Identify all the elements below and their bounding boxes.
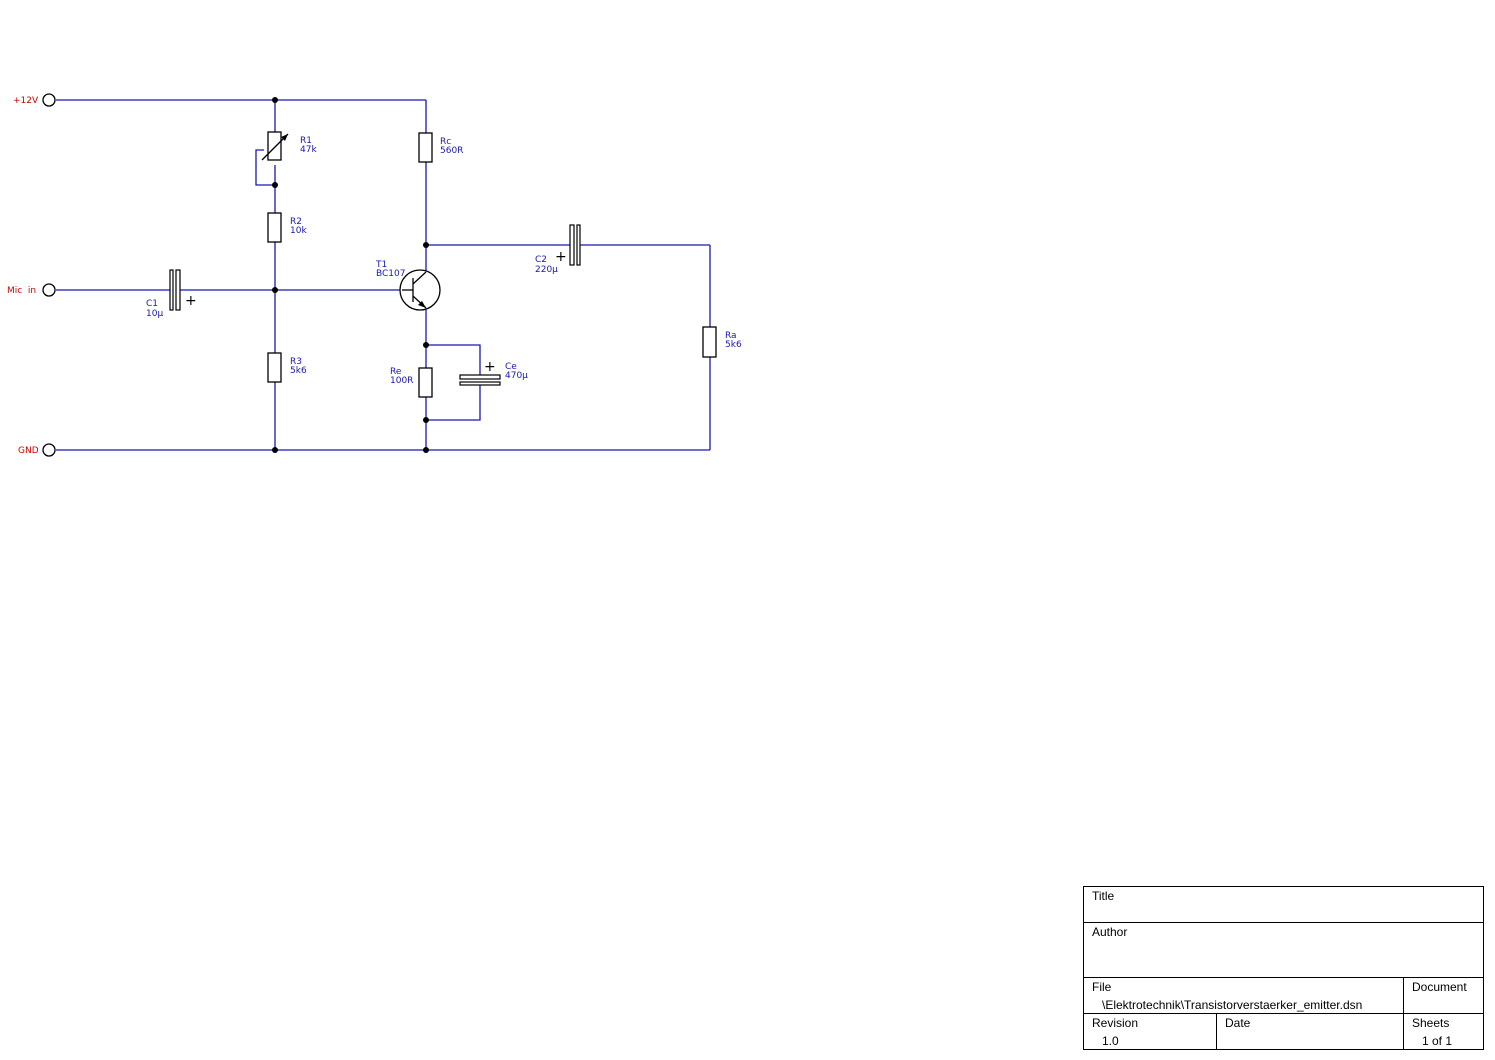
value-label: 10µ [146, 309, 163, 319]
value-label: BC107 [376, 269, 405, 279]
value-label: 470µ [505, 371, 528, 381]
ref-label: C2 [535, 255, 547, 265]
date-cell: Date [1217, 1014, 1404, 1049]
port-input[interactable]: Mic in [7, 283, 56, 297]
transistor-t1[interactable]: T1 BC107 [375, 260, 441, 311]
ref-label: T1 [375, 260, 387, 270]
value-label: 560R [440, 146, 463, 156]
title-row: Title [1084, 887, 1483, 923]
port-ground[interactable]: GND [18, 443, 56, 457]
junction-dot [272, 182, 278, 188]
wire-ce-bottom [426, 385, 481, 421]
ref-label: C1 [146, 299, 158, 309]
capacitor-plate[interactable] [175, 269, 181, 311]
transistor-collector-lead [412, 271, 427, 285]
ref-label: R3 [290, 357, 302, 367]
revision-label: Revision [1092, 1016, 1139, 1030]
capacitor-plate[interactable] [459, 381, 501, 386]
document-cell: Document [1404, 978, 1483, 1013]
ref-label: Rc [440, 137, 451, 147]
resistor-body[interactable] [267, 352, 282, 383]
port-circle[interactable] [42, 93, 56, 107]
file-value: \Elektrotechnik\Transistorverstaerker_em… [1102, 998, 1363, 1012]
capacitor-plate[interactable] [169, 269, 174, 311]
junctions [272, 97, 429, 453]
junction-dot [272, 97, 278, 103]
author-label: Author [1092, 925, 1128, 939]
resistor-re[interactable]: Re 100R [390, 367, 433, 398]
resistor-body[interactable] [418, 132, 433, 163]
document-label: Document [1412, 980, 1467, 994]
file-label: File [1092, 980, 1112, 994]
polarity-plus-icon: + [555, 249, 567, 265]
ref-label: Ce [505, 362, 517, 372]
ref-label: Ra [725, 331, 737, 341]
resistor-body[interactable] [267, 131, 282, 161]
value-label: 220µ [535, 265, 558, 275]
junction-dot [272, 447, 278, 453]
junction-dot [423, 342, 429, 348]
resistor-r1[interactable]: R1 47k [261, 131, 317, 161]
author-row: Author [1084, 923, 1483, 978]
sheets-value: 1 of 1 [1422, 1034, 1453, 1048]
capacitor-plate[interactable] [576, 224, 581, 266]
emitter-arrow-icon [418, 301, 426, 308]
resistor-body[interactable] [418, 367, 433, 398]
value-label: 5k6 [290, 366, 307, 376]
resistor-ra[interactable]: Ra 5k6 [702, 326, 742, 358]
junction-dot [423, 242, 429, 248]
port-supply[interactable]: +12V [13, 93, 56, 107]
value-label: 10k [290, 226, 307, 236]
resistor-body[interactable] [702, 326, 717, 358]
junction-dot [272, 287, 278, 293]
wires [56, 99, 711, 451]
resistor-body[interactable] [267, 212, 282, 243]
resistor-r2[interactable]: R2 10k [267, 212, 307, 243]
sheets-cell: Sheets 1 of 1 [1404, 1014, 1483, 1049]
revision-row: Revision 1.0 Date Sheets 1 of 1 [1084, 1014, 1483, 1049]
capacitor-plate[interactable] [569, 224, 575, 266]
port-circle[interactable] [42, 443, 56, 457]
file-cell: File \Elektrotechnik\Transistorverstaerk… [1084, 978, 1404, 1013]
revision-cell: Revision 1.0 [1084, 1014, 1217, 1049]
junction-dot [423, 417, 429, 423]
value-label: 5k6 [725, 340, 742, 350]
port-label-ground: GND [18, 446, 39, 456]
junction-dot [423, 447, 429, 453]
ref-label: R1 [300, 136, 312, 146]
wire-ce-top [426, 344, 481, 375]
capacitor-plate[interactable] [459, 374, 501, 380]
title-label: Title [1092, 889, 1115, 903]
revision-value: 1.0 [1102, 1034, 1119, 1048]
file-row: File \Elektrotechnik\Transistorverstaerk… [1084, 978, 1483, 1014]
date-label: Date [1225, 1016, 1251, 1030]
port-label-input: Mic in [7, 286, 36, 296]
wire-r1-wiper [255, 149, 275, 186]
value-label: 100R [390, 376, 413, 386]
value-label: 47k [300, 145, 317, 155]
capacitor-c1[interactable]: + C1 10µ [146, 269, 197, 319]
ref-label: R2 [290, 217, 302, 227]
polarity-plus-icon: + [185, 293, 197, 309]
capacitor-ce[interactable]: + Ce 470µ [459, 359, 528, 386]
port-circle[interactable] [42, 283, 56, 297]
title-block: Title Author File \Elektrotechnik\Transi… [1083, 886, 1484, 1050]
port-label-supply: +12V [13, 96, 39, 106]
transistor-body[interactable] [399, 269, 441, 311]
resistor-r3[interactable]: R3 5k6 [267, 352, 307, 383]
capacitor-c2[interactable]: + C2 220µ [535, 224, 581, 275]
sheets-label: Sheets [1412, 1016, 1450, 1030]
resistor-rc[interactable]: Rc 560R [418, 132, 463, 163]
polarity-plus-icon: + [484, 359, 496, 375]
arrow-head-icon [281, 134, 288, 141]
ref-label: Re [390, 367, 402, 377]
